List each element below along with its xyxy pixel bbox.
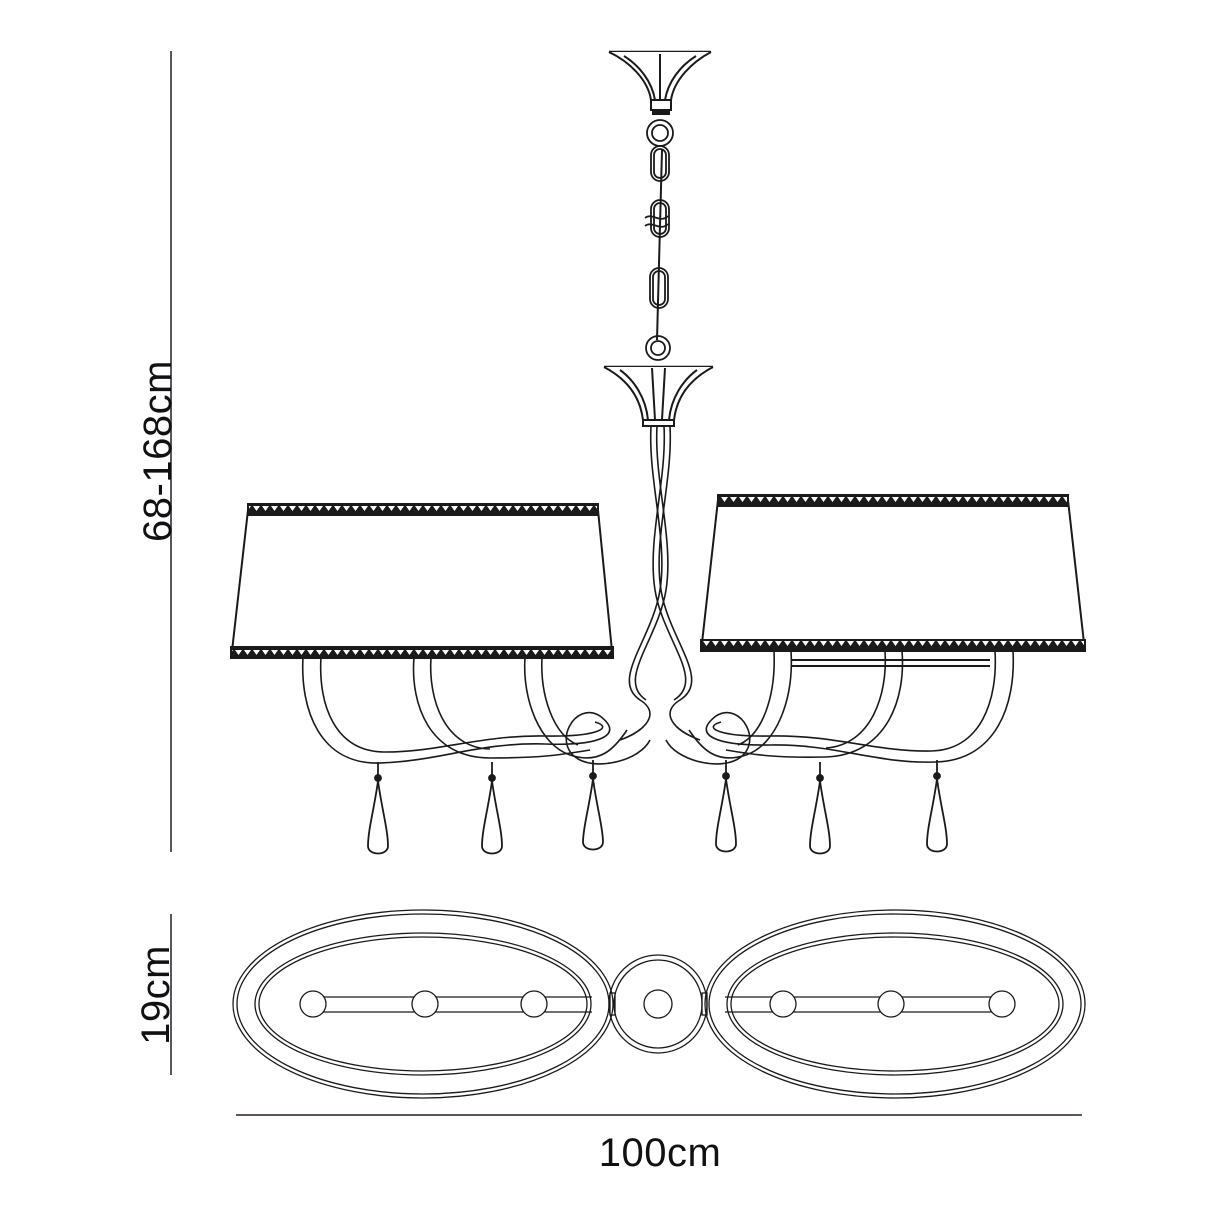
crystal-drop-icon xyxy=(582,760,604,851)
crystal-drop-icon xyxy=(926,760,948,853)
crystal-drop-icon xyxy=(367,762,389,855)
width-dimension-label: 100cm xyxy=(598,1131,722,1175)
left-arms-icon xyxy=(301,656,651,765)
height-dimension-label: 68-168cm xyxy=(136,360,180,542)
top-plan-view xyxy=(232,909,1086,1099)
ceiling-canopy-icon xyxy=(608,50,712,115)
crystal-drops xyxy=(367,760,948,855)
right-oval-icon xyxy=(704,909,1086,1099)
chain-icon xyxy=(644,119,674,361)
center-ring-icon xyxy=(608,954,708,1054)
center-cup-icon xyxy=(603,365,714,427)
crystal-drop-icon xyxy=(809,762,831,855)
dimension-lines xyxy=(170,51,1082,1116)
crystal-drop-icon xyxy=(481,762,503,855)
central-stem-icon xyxy=(619,425,701,741)
left-shade-icon xyxy=(230,503,614,659)
right-arms-icon xyxy=(665,650,1015,765)
right-shade-icon xyxy=(700,494,1086,667)
crystal-drop-icon xyxy=(715,760,737,853)
left-oval-icon xyxy=(232,909,614,1099)
front-elevation xyxy=(230,50,1086,855)
depth-dimension-label: 19cm xyxy=(134,945,178,1045)
